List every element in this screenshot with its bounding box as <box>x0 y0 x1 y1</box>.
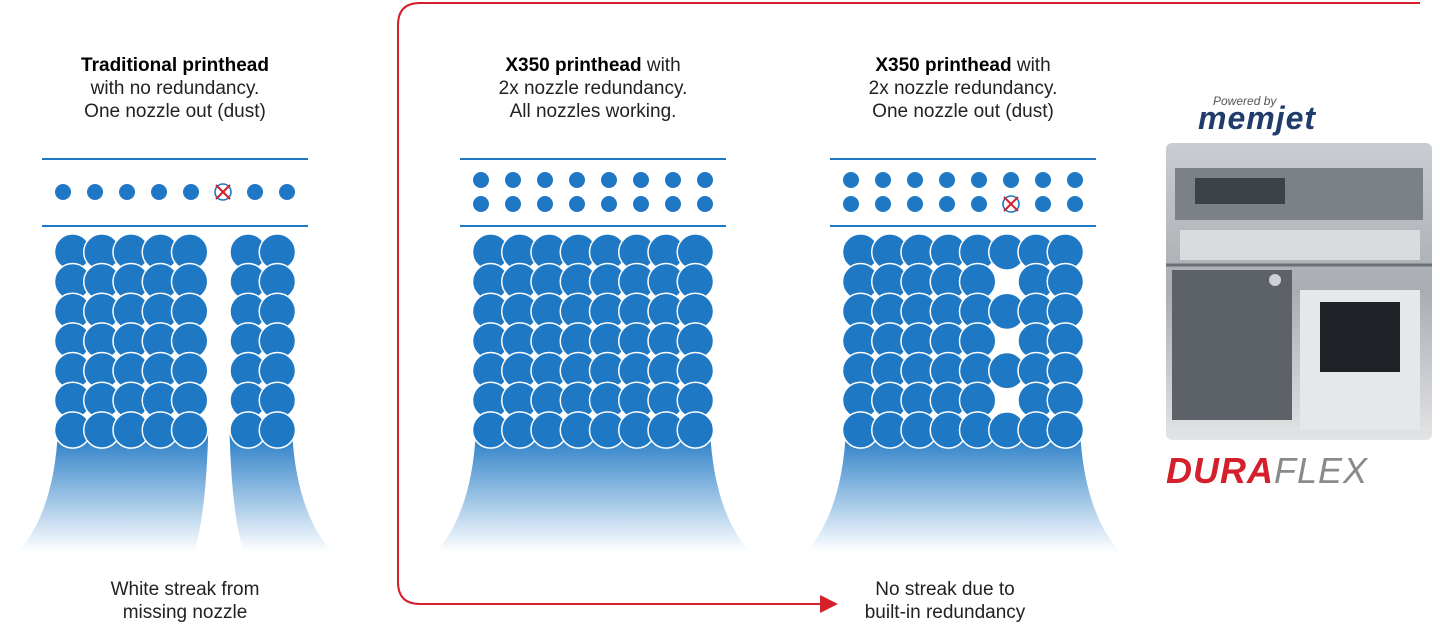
nozzle <box>697 196 713 212</box>
nozzle <box>939 196 955 212</box>
nozzle <box>907 172 923 188</box>
panel-title-bold: Traditional printhead <box>81 55 269 76</box>
nozzle <box>1035 196 1051 212</box>
printhead-panel-2 <box>436 158 750 552</box>
panel-caption-line3: All nozzles working. <box>509 101 677 122</box>
redundancy-bracket-line <box>397 2 1420 605</box>
nozzle <box>1035 172 1051 188</box>
printhead-panel-1 <box>18 158 332 552</box>
nozzle <box>601 196 617 212</box>
nozzle <box>119 184 135 200</box>
nozzle <box>1067 196 1083 212</box>
nozzle <box>907 196 923 212</box>
nozzle <box>939 172 955 188</box>
ink-tail <box>18 430 209 552</box>
failed-nozzle-cross <box>1003 196 1019 212</box>
panel-caption-x350-working: X350 printhead with 2x nozzle redundancy… <box>448 54 738 123</box>
printhead-panel-3 <box>806 158 1120 552</box>
memjet-logo: memjet <box>1198 100 1317 136</box>
panel-title-bold: X350 printhead <box>875 55 1012 76</box>
nozzle <box>569 196 585 212</box>
ink-tail <box>806 430 1120 552</box>
nozzle <box>601 172 617 188</box>
footer-line1: White streak from <box>110 579 260 600</box>
panels-layer <box>18 158 1120 552</box>
ink-drop <box>258 411 297 449</box>
ink-tail <box>436 430 750 552</box>
footer-line2: missing nozzle <box>122 602 248 623</box>
nozzle <box>151 184 167 200</box>
nozzle <box>875 196 891 212</box>
panel-title-rest: with <box>1011 55 1051 76</box>
panel-caption-line3: One nozzle out (dust) <box>84 101 266 122</box>
ink-drop <box>676 411 715 449</box>
nozzle <box>55 184 71 200</box>
ink-tail <box>229 430 332 552</box>
panel-title-rest: with <box>641 55 681 76</box>
x-circle-icon <box>214 183 232 201</box>
panel-caption-x350-nozzle-out: X350 printhead with 2x nozzle redundancy… <box>818 54 1108 123</box>
nozzle <box>875 172 891 188</box>
nozzle <box>697 172 713 188</box>
panel-caption-line2: with no redundancy. <box>90 78 260 99</box>
powered-by-label: Powered by <box>1213 94 1277 108</box>
nozzle <box>1067 172 1083 188</box>
nozzle <box>505 196 521 212</box>
nozzle <box>247 184 263 200</box>
nozzle <box>505 172 521 188</box>
footer-caption-streak: White streak from missing nozzle <box>60 578 310 624</box>
nozzle <box>537 196 553 212</box>
nozzle <box>633 172 649 188</box>
nozzle <box>1003 172 1019 188</box>
duraflex-logo: DURAFLEX <box>1166 450 1368 492</box>
footer-caption-no-streak: No streak due to built-in redundancy <box>820 578 1070 624</box>
footer-line1: No streak due to <box>875 579 1015 600</box>
footer-line2: built-in redundancy <box>864 602 1026 623</box>
nozzle <box>971 172 987 188</box>
arrow-right-icon <box>820 595 838 613</box>
nozzle <box>473 196 489 212</box>
panel-caption-traditional: Traditional printhead with no redundancy… <box>30 54 320 123</box>
nozzle <box>665 172 681 188</box>
nozzle <box>633 196 649 212</box>
duraflex-logo-flex: FLEX <box>1274 450 1369 491</box>
nozzle <box>569 172 585 188</box>
nozzle <box>843 172 859 188</box>
nozzle <box>537 172 553 188</box>
nozzle <box>473 172 489 188</box>
panel-caption-line2: 2x nozzle redundancy. <box>868 78 1058 99</box>
failed-nozzle-cross <box>215 184 231 200</box>
duraflex-logo-dura: DURA <box>1166 450 1274 491</box>
panel-caption-line3: One nozzle out (dust) <box>872 101 1054 122</box>
nozzle <box>665 196 681 212</box>
nozzle <box>87 184 103 200</box>
printer-image <box>1166 143 1432 440</box>
nozzle <box>971 196 987 212</box>
nozzle <box>279 184 295 200</box>
panel-title-bold: X350 printhead <box>505 55 642 76</box>
ink-drop <box>1046 411 1085 449</box>
nozzle <box>843 196 859 212</box>
x-circle-icon <box>1002 195 1020 213</box>
panel-caption-line2: 2x nozzle redundancy. <box>498 78 688 99</box>
ink-drop <box>170 411 209 449</box>
nozzle <box>183 184 199 200</box>
